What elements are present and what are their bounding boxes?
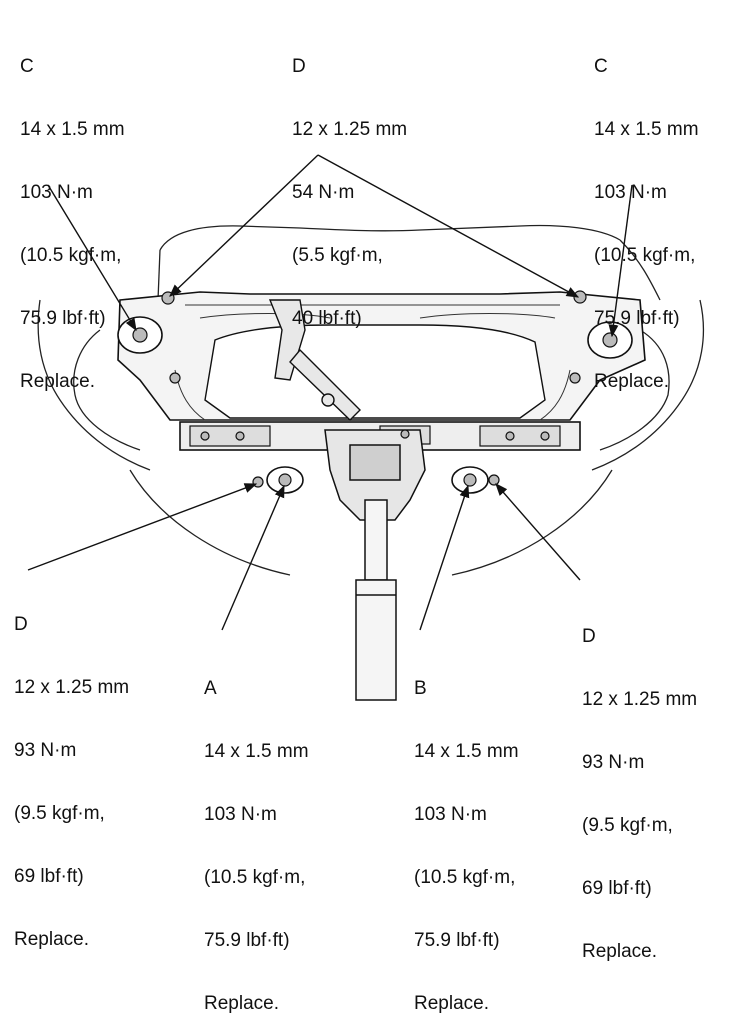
- callout-d-right: D 12 x 1.25 mm 93 N·m (9.5 kgf·m, 69 lbf…: [582, 584, 697, 983]
- torque-lbf: 75.9 lbf·ft): [204, 930, 290, 951]
- callout-b: B 14 x 1.5 mm 103 N·m (10.5 kgf·m, 75.9 …: [414, 636, 519, 1035]
- replace-note: Replace.: [594, 371, 669, 392]
- replace-note: Replace.: [204, 993, 279, 1014]
- callout-letter: C: [20, 56, 34, 77]
- bolt-size: 12 x 1.25 mm: [292, 119, 408, 140]
- callout-letter: A: [204, 678, 217, 699]
- bolt-size: 14 x 1.5 mm: [20, 119, 125, 140]
- torque-lbf: 40 lbf·ft): [292, 308, 362, 329]
- replace-note: Replace.: [582, 941, 657, 962]
- callout-letter: C: [594, 56, 608, 77]
- arrow-c-left: [47, 184, 137, 332]
- arrow-d-top-right: [317, 154, 580, 298]
- callout-d-top: D 12 x 1.25 mm 54 N·m (5.5 kgf·m, 40 lbf…: [292, 14, 407, 350]
- torque-lbf: 69 lbf·ft): [14, 866, 84, 887]
- torque-lbf: 69 lbf·ft): [582, 878, 652, 899]
- callout-letter: D: [14, 614, 28, 635]
- arrow-b: [419, 484, 470, 631]
- torque-kgf: (10.5 kgf·m,: [414, 867, 516, 888]
- torque-kgf: (10.5 kgf·m,: [204, 867, 306, 888]
- replace-note: Replace.: [14, 929, 89, 950]
- torque-lbf: 75.9 lbf·ft): [414, 930, 500, 951]
- stiffener-brace: [268, 299, 361, 421]
- torque-nm: 103 N·m: [20, 182, 93, 203]
- bolt-size: 12 x 1.25 mm: [582, 689, 698, 710]
- arrow-a: [221, 484, 285, 631]
- arrow-c-right: [608, 184, 633, 338]
- torque-kgf: (9.5 kgf·m,: [14, 803, 105, 824]
- replace-note: Replace.: [20, 371, 95, 392]
- callout-d-left: D 12 x 1.25 mm 93 N·m (9.5 kgf·m, 69 lbf…: [14, 572, 129, 971]
- torque-nm: 103 N·m: [414, 804, 487, 825]
- bolt-size: 14 x 1.5 mm: [414, 741, 519, 762]
- vehicle-body-outline: [37, 224, 705, 576]
- torque-kgf: (10.5 kgf·m,: [20, 245, 122, 266]
- arrow-d-left: [27, 483, 258, 571]
- torque-kgf: (10.5 kgf·m,: [594, 245, 696, 266]
- callout-letter: B: [414, 678, 427, 699]
- steering-gearbox: [324, 429, 426, 521]
- bolt-size: 14 x 1.5 mm: [204, 741, 309, 762]
- arrow-d-right: [495, 483, 581, 581]
- torque-lbf: 75.9 lbf·ft): [20, 308, 106, 329]
- callout-c-top-right: C 14 x 1.5 mm 103 N·m (10.5 kgf·m, 75.9 …: [594, 14, 699, 413]
- torque-nm: 93 N·m: [14, 740, 77, 761]
- torque-nm: 103 N·m: [204, 804, 277, 825]
- torque-kgf: (9.5 kgf·m,: [582, 815, 673, 836]
- subframe-diagram: [27, 154, 705, 701]
- bolt-size: 14 x 1.5 mm: [594, 119, 699, 140]
- steering-shaft: [355, 499, 397, 701]
- callout-c-top-left: C 14 x 1.5 mm 103 N·m (10.5 kgf·m, 75.9 …: [20, 14, 125, 413]
- callout-a: A 14 x 1.5 mm 103 N·m (10.5 kgf·m, 75.9 …: [204, 636, 309, 1035]
- torque-kgf: (5.5 kgf·m,: [292, 245, 383, 266]
- torque-nm: 103 N·m: [594, 182, 667, 203]
- torque-nm: 54 N·m: [292, 182, 355, 203]
- bolt-size: 12 x 1.25 mm: [14, 677, 130, 698]
- torque-nm: 93 N·m: [582, 752, 645, 773]
- leader-arrows: [27, 154, 633, 631]
- callout-letter: D: [292, 56, 306, 77]
- callout-letter: D: [582, 626, 596, 647]
- torque-lbf: 75.9 lbf·ft): [594, 308, 680, 329]
- arrow-d-top-left: [169, 154, 319, 297]
- replace-note: Replace.: [414, 993, 489, 1014]
